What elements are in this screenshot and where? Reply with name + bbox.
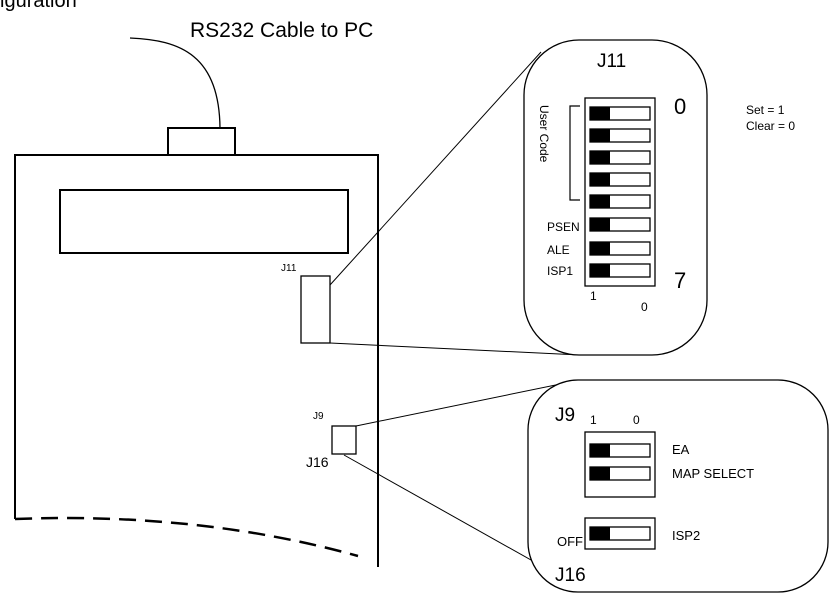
j9-j16-board-connector — [331, 425, 357, 455]
j11-axis-0-label: 0 — [641, 300, 648, 314]
j9-dip-switch — [584, 431, 656, 498]
j9-zoom-line-top — [355, 379, 581, 427]
user-code-label: User Code — [537, 105, 551, 163]
cable-label: RS232 Cable to PC — [190, 19, 373, 42]
j11-zoom-line-bottom — [329, 342, 581, 356]
isp2-label: ISP2 — [672, 528, 700, 543]
lcd-display — [59, 189, 349, 254]
map-select-label: MAP SELECT — [672, 466, 754, 481]
j11-dip-switch — [584, 97, 656, 287]
isp1-label: ISP1 — [547, 264, 573, 278]
j9-switch-group — [589, 443, 651, 481]
j11-bottom-number: 7 — [674, 268, 686, 293]
rs232-connector — [167, 127, 236, 156]
j9-axis-0-label: 0 — [633, 413, 640, 427]
j11-top-number: 0 — [674, 94, 686, 119]
j16-board-label: J16 — [306, 454, 329, 470]
j11-switch-knob-1 — [590, 129, 610, 142]
j11-zoom-title: J11 — [597, 51, 626, 72]
j9-board-label: J9 — [313, 411, 324, 422]
j9-axis-1-label: 1 — [590, 413, 597, 427]
off-label: OFF — [557, 534, 583, 549]
partial-title: iguration — [0, 0, 77, 12]
j16-switch-knob-0 — [590, 527, 610, 540]
j11-switch-knob-7 — [590, 264, 610, 277]
board-cut-edge — [14, 516, 359, 558]
legend-set: Set = 1 — [746, 103, 785, 117]
j11-board-connector — [300, 275, 331, 344]
j9-zoom-title: J9 — [555, 405, 575, 426]
j11-switch-knob-6 — [590, 242, 610, 255]
j11-board-label: J11 — [281, 263, 297, 274]
j11-switch-knob-5 — [590, 218, 610, 231]
j16-zoom-title: J16 — [555, 565, 586, 586]
j11-switch-knob-4 — [590, 195, 610, 208]
ea-label: EA — [672, 442, 690, 457]
j11-switch-group — [589, 106, 651, 278]
j9-switch-knob-1 — [590, 467, 610, 480]
user-code-bracket — [569, 105, 580, 201]
j9-switch-knob-0 — [590, 444, 610, 457]
j11-zoom-line-top — [329, 51, 542, 286]
legend-clear: Clear = 0 — [746, 119, 795, 133]
j16-switch-group — [589, 526, 651, 541]
ale-label: ALE — [547, 243, 570, 257]
rs232-cable — [129, 37, 221, 131]
j11-switch-knob-2 — [590, 151, 610, 164]
board-outline — [14, 154, 379, 567]
psen-label: PSEN — [547, 220, 580, 234]
j11-axis-1-label: 1 — [590, 289, 597, 303]
j11-switch-knob-0 — [590, 107, 610, 120]
j11-switch-knob-3 — [590, 173, 610, 186]
